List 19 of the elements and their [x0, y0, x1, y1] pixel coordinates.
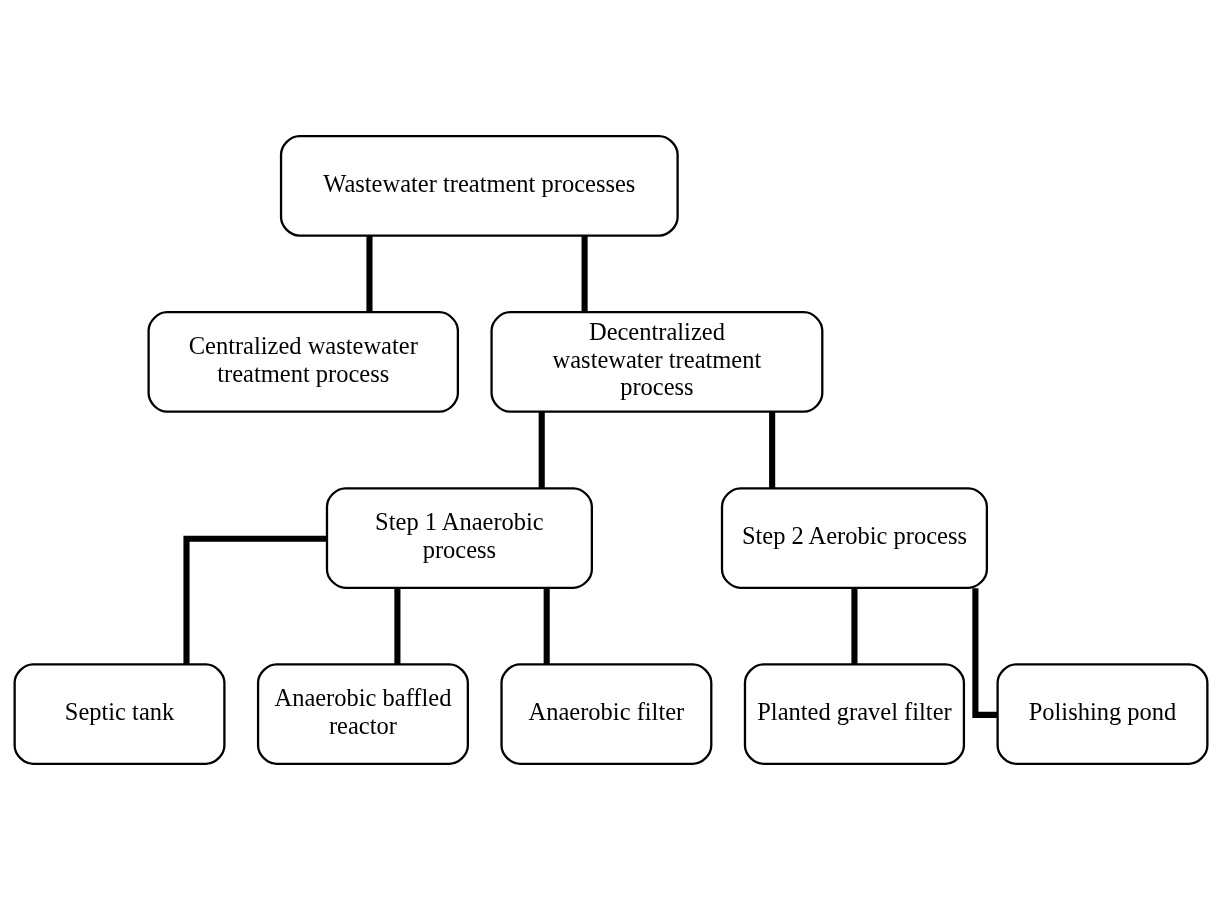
connector: [972, 587, 998, 718]
connector: [366, 235, 373, 312]
connector: [394, 587, 401, 664]
node-box: Anaerobic filter: [500, 662, 713, 765]
node-box: Step 1 Anaerobic process: [325, 486, 593, 589]
node-box: Centralized wastewater treatment process: [147, 310, 460, 413]
node-box: Decentralized wastewater treatment process: [490, 310, 824, 413]
connector: [543, 587, 550, 664]
connector: [581, 235, 588, 312]
connector: [851, 587, 858, 664]
node-box: Planted gravel filter: [743, 662, 966, 765]
connector: [769, 411, 776, 488]
connector: [538, 411, 545, 488]
node-box: Anaerobic baffled reactor: [256, 662, 469, 765]
node-box: Step 2 Aerobic process: [720, 486, 989, 589]
node-box: Septic tank: [13, 662, 226, 765]
node-box: Wastewater treatment processes: [279, 134, 679, 237]
connector: [183, 535, 327, 664]
node-box: Polishing pond: [996, 662, 1209, 765]
